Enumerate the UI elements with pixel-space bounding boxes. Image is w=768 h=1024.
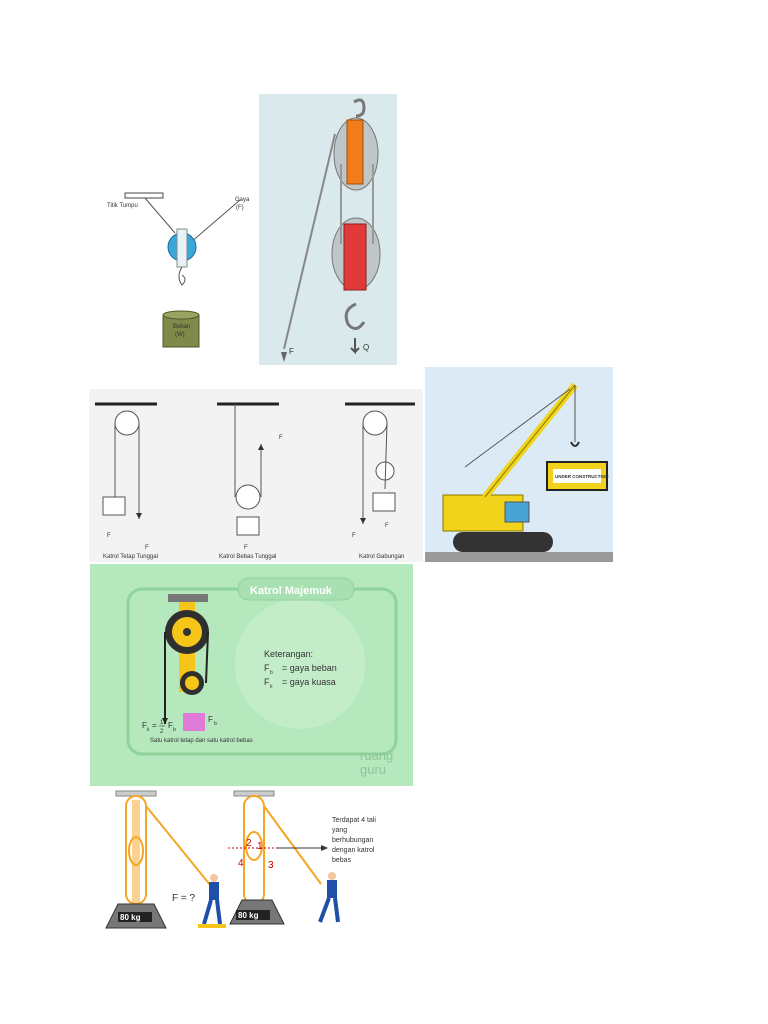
support-rope-left xyxy=(144,197,176,234)
svg-text:2: 2 xyxy=(160,729,164,735)
svg-text:Terdapat 4 tali: Terdapat 4 tali xyxy=(332,817,376,824)
svg-text:F: F xyxy=(264,677,270,687)
svg-text:(W): (W) xyxy=(175,332,185,338)
caption-2: Katrol Bebas Tunggal xyxy=(219,554,276,560)
svg-text:3: 3 xyxy=(268,860,274,871)
svg-text:F: F xyxy=(145,545,149,551)
brand-ruang: ruang xyxy=(360,748,393,763)
svg-text:1: 1 xyxy=(160,720,164,726)
svg-text:80 kg: 80 kg xyxy=(120,913,141,922)
svg-text:k: k xyxy=(147,727,150,733)
svg-text:1: 1 xyxy=(257,841,263,852)
fixed-pulley-figure: Titik Tumpu Gaya (F) Beban (W) xyxy=(105,185,255,350)
top-hook-icon xyxy=(353,98,366,118)
svg-text:k: k xyxy=(270,684,273,690)
lower-block xyxy=(343,223,367,291)
svg-text:F: F xyxy=(107,533,111,539)
pull-rope-left xyxy=(145,805,212,887)
upper-block xyxy=(346,119,364,185)
figure-title: Katrol Majemuk xyxy=(250,585,333,597)
down-arrow-icon xyxy=(350,338,360,355)
figure-caption: Satu katrol tetap dan satu katrol bebas xyxy=(150,738,253,744)
question-label: F = ? xyxy=(172,893,196,904)
svg-text:80 kg: 80 kg xyxy=(238,911,259,920)
svg-text:bebas: bebas xyxy=(332,857,352,864)
ceiling-block xyxy=(168,594,208,602)
pulley-problem-diagram: 80 kg F = ? 2 1 4 3 80 kg Terdapat 4 ta xyxy=(105,790,376,929)
caption-1: Katrol Tetap Tunggal xyxy=(103,554,158,560)
pulley-bracket xyxy=(176,228,188,268)
pulley-wheel-1 xyxy=(114,410,140,436)
block-tackle-diagram: F Q xyxy=(281,98,381,362)
svg-text:berhubungan: berhubungan xyxy=(332,837,373,844)
force-q-label: Q xyxy=(363,343,369,352)
svg-text:F: F xyxy=(142,721,147,730)
pull-rope-right xyxy=(263,805,322,885)
svg-text:F: F xyxy=(279,435,283,441)
svg-text:F: F xyxy=(385,523,389,529)
load-box xyxy=(183,713,205,731)
compound-pulley-diagram: Katrol Majemuk F b F k = 1 2 F b Satu ka… xyxy=(126,577,398,777)
svg-text:b: b xyxy=(214,721,217,727)
svg-text:F: F xyxy=(244,545,248,551)
block-tackle-figure: F Q xyxy=(259,94,397,365)
svg-text:b: b xyxy=(270,670,273,676)
legend-heading: Keterangan: xyxy=(264,649,313,659)
legend-fk: = gaya kuasa xyxy=(282,677,336,687)
crane-illustration: UNDER CONSTRUCTION xyxy=(425,382,613,562)
svg-text:b: b xyxy=(173,727,176,733)
svg-text:yang: yang xyxy=(332,827,347,834)
force-label: Gaya xyxy=(235,197,250,203)
svg-text:(F): (F) xyxy=(236,205,244,211)
svg-text:4: 4 xyxy=(238,858,244,869)
bottom-hook-icon xyxy=(344,302,366,330)
title-pill xyxy=(237,577,355,601)
arrow-right-icon xyxy=(321,845,328,851)
compound-pulley-figure: Katrol Majemuk F b F k = 1 2 F b Satu ka… xyxy=(90,564,413,786)
svg-text:F: F xyxy=(264,663,270,673)
crane-hook-icon xyxy=(570,441,580,447)
hook-icon xyxy=(178,266,186,286)
load-weight xyxy=(162,314,200,348)
pulley-types-figure: F F Katrol Tetap Tunggal F F Katrol Beba… xyxy=(89,389,423,562)
pulley-types-diagram: F F Katrol Tetap Tunggal F F Katrol Beba… xyxy=(95,402,415,560)
brand-guru: guru xyxy=(360,762,386,777)
fixed-pulley-diagram: Titik Tumpu Gaya (F) Beban (W) xyxy=(107,192,250,348)
worker-right xyxy=(318,872,340,923)
svg-text:UNDER CONSTRUCTION: UNDER CONSTRUCTION xyxy=(555,474,609,479)
pulley-problem-figure: 80 kg F = ? 2 1 4 3 80 kg Terdapat 4 ta xyxy=(96,786,406,936)
pulley-wheel-2 xyxy=(235,484,261,510)
svg-text:F: F xyxy=(168,721,173,730)
pull-rope xyxy=(283,133,336,350)
anchor-label: Titik Tumpu xyxy=(107,203,138,209)
load-label: Beban xyxy=(173,324,190,330)
crane-tracks xyxy=(453,532,553,552)
ceiling-bar xyxy=(124,192,164,199)
svg-text:2: 2 xyxy=(246,838,252,849)
force-f-label: F xyxy=(289,347,294,356)
worker-left xyxy=(198,874,226,928)
svg-text:=: = xyxy=(152,721,157,730)
svg-text:F: F xyxy=(208,715,213,724)
crane-cab xyxy=(504,501,530,523)
svg-text:dengan katrol: dengan katrol xyxy=(332,847,375,854)
crane-figure: UNDER CONSTRUCTION xyxy=(425,367,613,562)
pulley-wheel-3 xyxy=(362,410,388,436)
force-rope xyxy=(189,199,241,244)
legend-fb: = gaya beban xyxy=(282,663,337,673)
svg-text:F: F xyxy=(352,533,356,539)
caption-3: Katrol Gabungan xyxy=(359,554,404,560)
